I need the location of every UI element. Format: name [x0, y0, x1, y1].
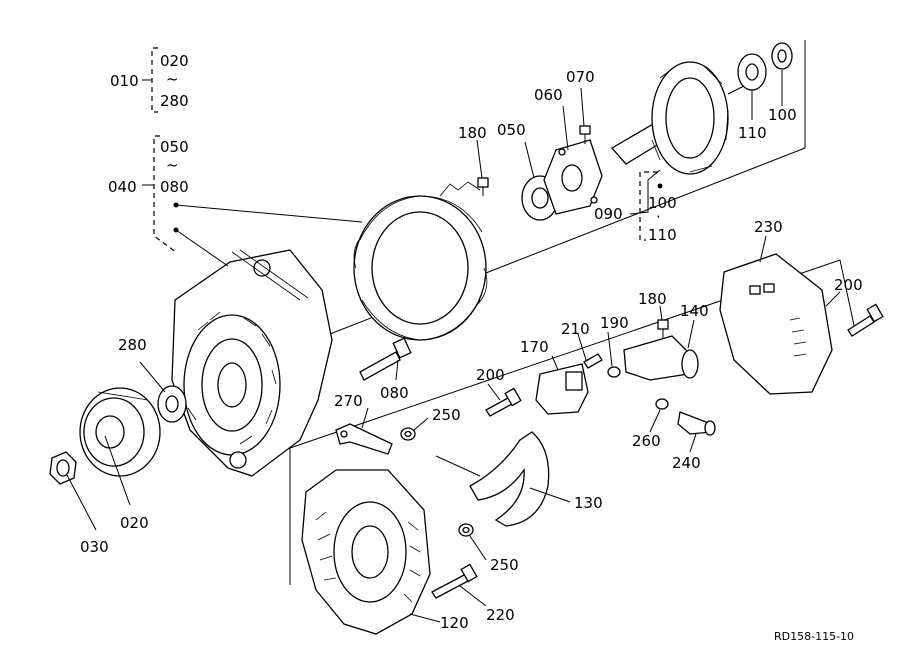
drawing-code: RD158-115-10	[774, 630, 854, 643]
group-brackets	[142, 47, 663, 267]
screw-070	[579, 125, 591, 144]
leader-lines	[66, 70, 841, 623]
callout-140: 140	[680, 302, 709, 320]
group-010: 010 020 ~ 280	[110, 52, 189, 110]
callout-120: 120	[440, 614, 469, 632]
bearing-rear	[737, 53, 767, 91]
stator	[353, 181, 488, 341]
regulator	[535, 363, 589, 415]
callout-080: 080	[380, 384, 409, 402]
callout-030: 030	[80, 538, 109, 556]
callout-020: 020	[120, 514, 149, 532]
callout-110: 110	[738, 124, 767, 142]
washer-100	[771, 42, 793, 70]
group-090: 090 100 · 110	[594, 194, 677, 244]
callout-050: 050	[497, 121, 526, 139]
bolt-200-right	[847, 303, 884, 337]
callout-250-lower: 250	[490, 556, 519, 574]
retainer-plate	[543, 139, 603, 215]
callout-190: 190	[600, 314, 629, 332]
group-090-from: 100	[648, 194, 677, 212]
callout-240: 240	[672, 454, 701, 472]
callout-200-center: 200	[476, 366, 505, 384]
group-040-to: 080	[160, 178, 189, 196]
callout-260: 260	[632, 432, 661, 450]
callout-250-upper: 250	[432, 406, 461, 424]
group-090-dot: ·	[656, 208, 661, 226]
nut-190	[607, 366, 621, 378]
screw-180-upper	[477, 177, 489, 196]
stud-bolt	[359, 337, 412, 381]
group-010-to: 280	[160, 92, 189, 110]
callout-180-upper: 180	[458, 124, 487, 142]
rear-cover	[719, 253, 833, 395]
brush-holder	[623, 335, 699, 381]
callout-070: 070	[566, 68, 595, 86]
callout-130: 130	[574, 494, 603, 512]
callout-200-right: 200	[834, 276, 863, 294]
pulley	[79, 387, 161, 477]
screw-180-lower	[657, 319, 669, 338]
group-010-from: 020	[160, 52, 189, 70]
callouts: 020 030 050 060 070 080 100 110 120 130 …	[80, 68, 863, 632]
group-090-to: 110	[648, 226, 677, 244]
nut-260	[655, 398, 669, 410]
group-010-tilde: ~	[166, 70, 179, 88]
group-090-label: 090	[594, 205, 623, 223]
pulley-nut	[49, 451, 77, 485]
callout-210: 210	[561, 320, 590, 338]
nut-250-lower	[458, 523, 474, 537]
group-040-from: 050	[160, 138, 189, 156]
callout-270: 270	[334, 392, 363, 410]
bracket-270	[335, 423, 393, 455]
rear-housing	[301, 469, 431, 635]
callout-100: 100	[768, 106, 797, 124]
spacer	[157, 385, 187, 423]
bolt-220	[431, 563, 478, 599]
group-040-tilde: ~	[166, 156, 179, 174]
group-010-label: 010	[110, 72, 139, 90]
callout-180-lower: 180	[638, 290, 667, 308]
rotor	[610, 61, 749, 175]
rectifier-bridge	[435, 431, 550, 527]
terminal-240	[677, 411, 716, 436]
bolt-200-center	[485, 387, 522, 417]
callout-280: 280	[118, 336, 147, 354]
callout-220: 220	[486, 606, 515, 624]
nut-250-upper	[400, 427, 416, 441]
group-040: 040 050 ~ 080	[108, 138, 189, 196]
group-040-label: 040	[108, 178, 137, 196]
screw-210	[583, 353, 603, 369]
callout-230: 230	[754, 218, 783, 236]
front-housing	[171, 249, 333, 477]
callout-170: 170	[520, 338, 549, 356]
callout-060: 060	[534, 86, 563, 104]
assembly-frame-lines	[289, 40, 856, 585]
